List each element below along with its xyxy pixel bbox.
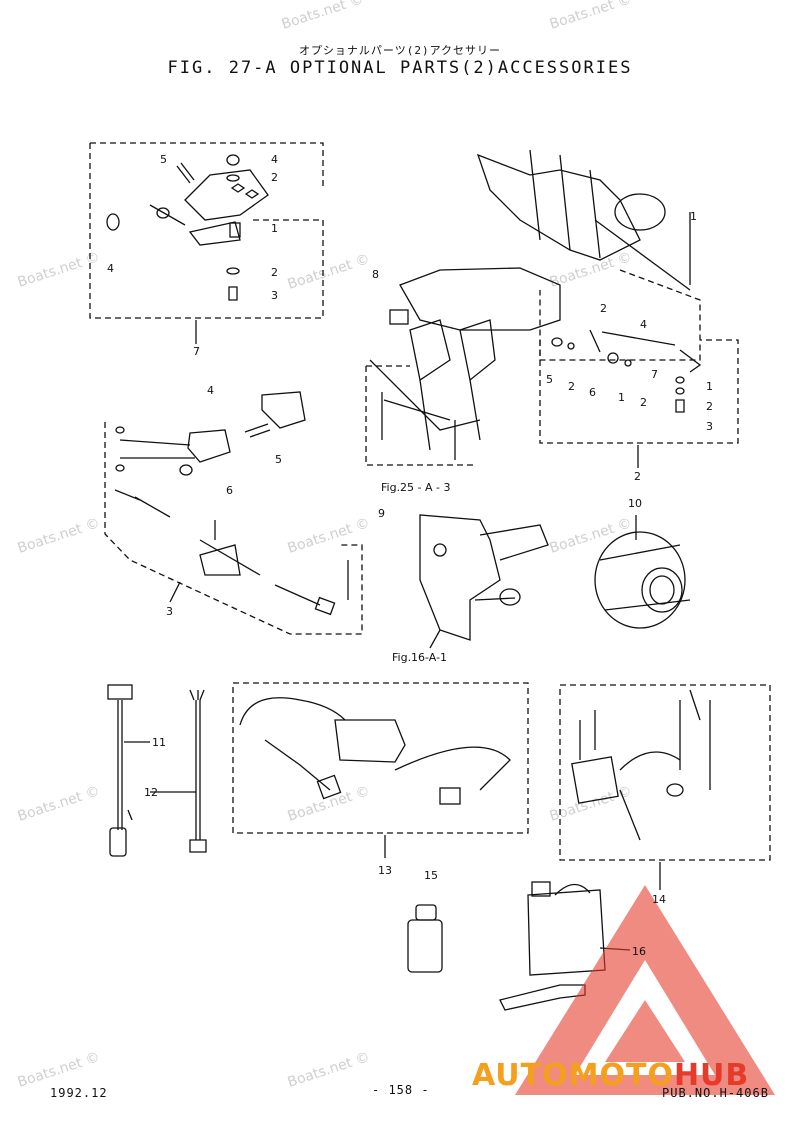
callout-3: 3 xyxy=(706,420,713,433)
callout-4: 4 xyxy=(107,262,114,275)
callout-4: 4 xyxy=(207,384,214,397)
footer-date: 1992.12 xyxy=(50,1086,108,1100)
callout-13: 13 xyxy=(378,864,392,877)
callout-2: 2 xyxy=(640,396,647,409)
callout-5: 5 xyxy=(546,373,553,386)
propeller xyxy=(594,515,691,629)
group-14-electric-kit xyxy=(559,684,771,890)
callout-12: 12 xyxy=(144,786,158,799)
cables-11-12 xyxy=(107,684,207,857)
callout-5: 5 xyxy=(160,153,167,166)
callout-5: 5 xyxy=(275,453,282,466)
callout-4: 4 xyxy=(640,318,647,331)
tilt-bracket-assembly xyxy=(365,267,561,466)
callout-16: 16 xyxy=(632,945,646,958)
logo: AUTOMOTOHUB xyxy=(472,1058,749,1093)
footer-page-number: - 158 - xyxy=(372,1083,430,1097)
logo-mark xyxy=(515,885,775,1095)
lower-unit xyxy=(419,514,549,649)
callout-2: 2 xyxy=(706,400,713,413)
callout-1: 1 xyxy=(618,391,625,404)
group-2-linkage xyxy=(539,329,739,468)
callout-9: 9 xyxy=(378,507,385,520)
callout-11: 11 xyxy=(152,736,166,749)
callout-2: 2 xyxy=(634,470,641,483)
callout-4: 4 xyxy=(271,153,278,166)
group-7-bracket xyxy=(89,142,324,344)
callout-8: 8 xyxy=(372,268,379,281)
callout-15: 15 xyxy=(424,869,438,882)
callout-3: 3 xyxy=(166,605,173,618)
callout-3: 3 xyxy=(271,289,278,302)
callout-10: 10 xyxy=(628,497,642,510)
page-title: FIG. 27-A OPTIONAL PARTS(2)ACCESSORIES xyxy=(167,58,633,78)
callout-7: 7 xyxy=(651,368,658,381)
group-13-remote-control xyxy=(232,682,529,858)
callout-2: 2 xyxy=(568,380,575,393)
callout-2: 2 xyxy=(271,266,278,279)
bottle xyxy=(407,904,443,973)
motor-clamp-assembly xyxy=(476,149,701,361)
callout-6: 6 xyxy=(226,484,233,497)
callout-1: 1 xyxy=(271,222,278,235)
callout-2: 2 xyxy=(271,171,278,184)
page-subtitle: オプショナルパーツ(2)アクセサリー xyxy=(298,44,502,57)
logo-text-secondary: HUB xyxy=(673,1058,750,1093)
footer-publication-number: PUB.NO.H-406B xyxy=(662,1086,769,1100)
figure-reference: Fig.16-A-1 xyxy=(392,651,448,664)
group-3-steering xyxy=(104,391,363,635)
callout-2: 2 xyxy=(600,302,607,315)
callout-6: 6 xyxy=(589,386,596,399)
callout-7: 7 xyxy=(193,345,200,358)
figure-reference: Fig.25 - A - 3 xyxy=(381,481,451,494)
logo-text-primary: AUTOMOTO xyxy=(472,1058,674,1093)
callout-1: 1 xyxy=(706,380,713,393)
callout-14: 14 xyxy=(652,893,666,906)
callout-1: 1 xyxy=(690,210,697,223)
